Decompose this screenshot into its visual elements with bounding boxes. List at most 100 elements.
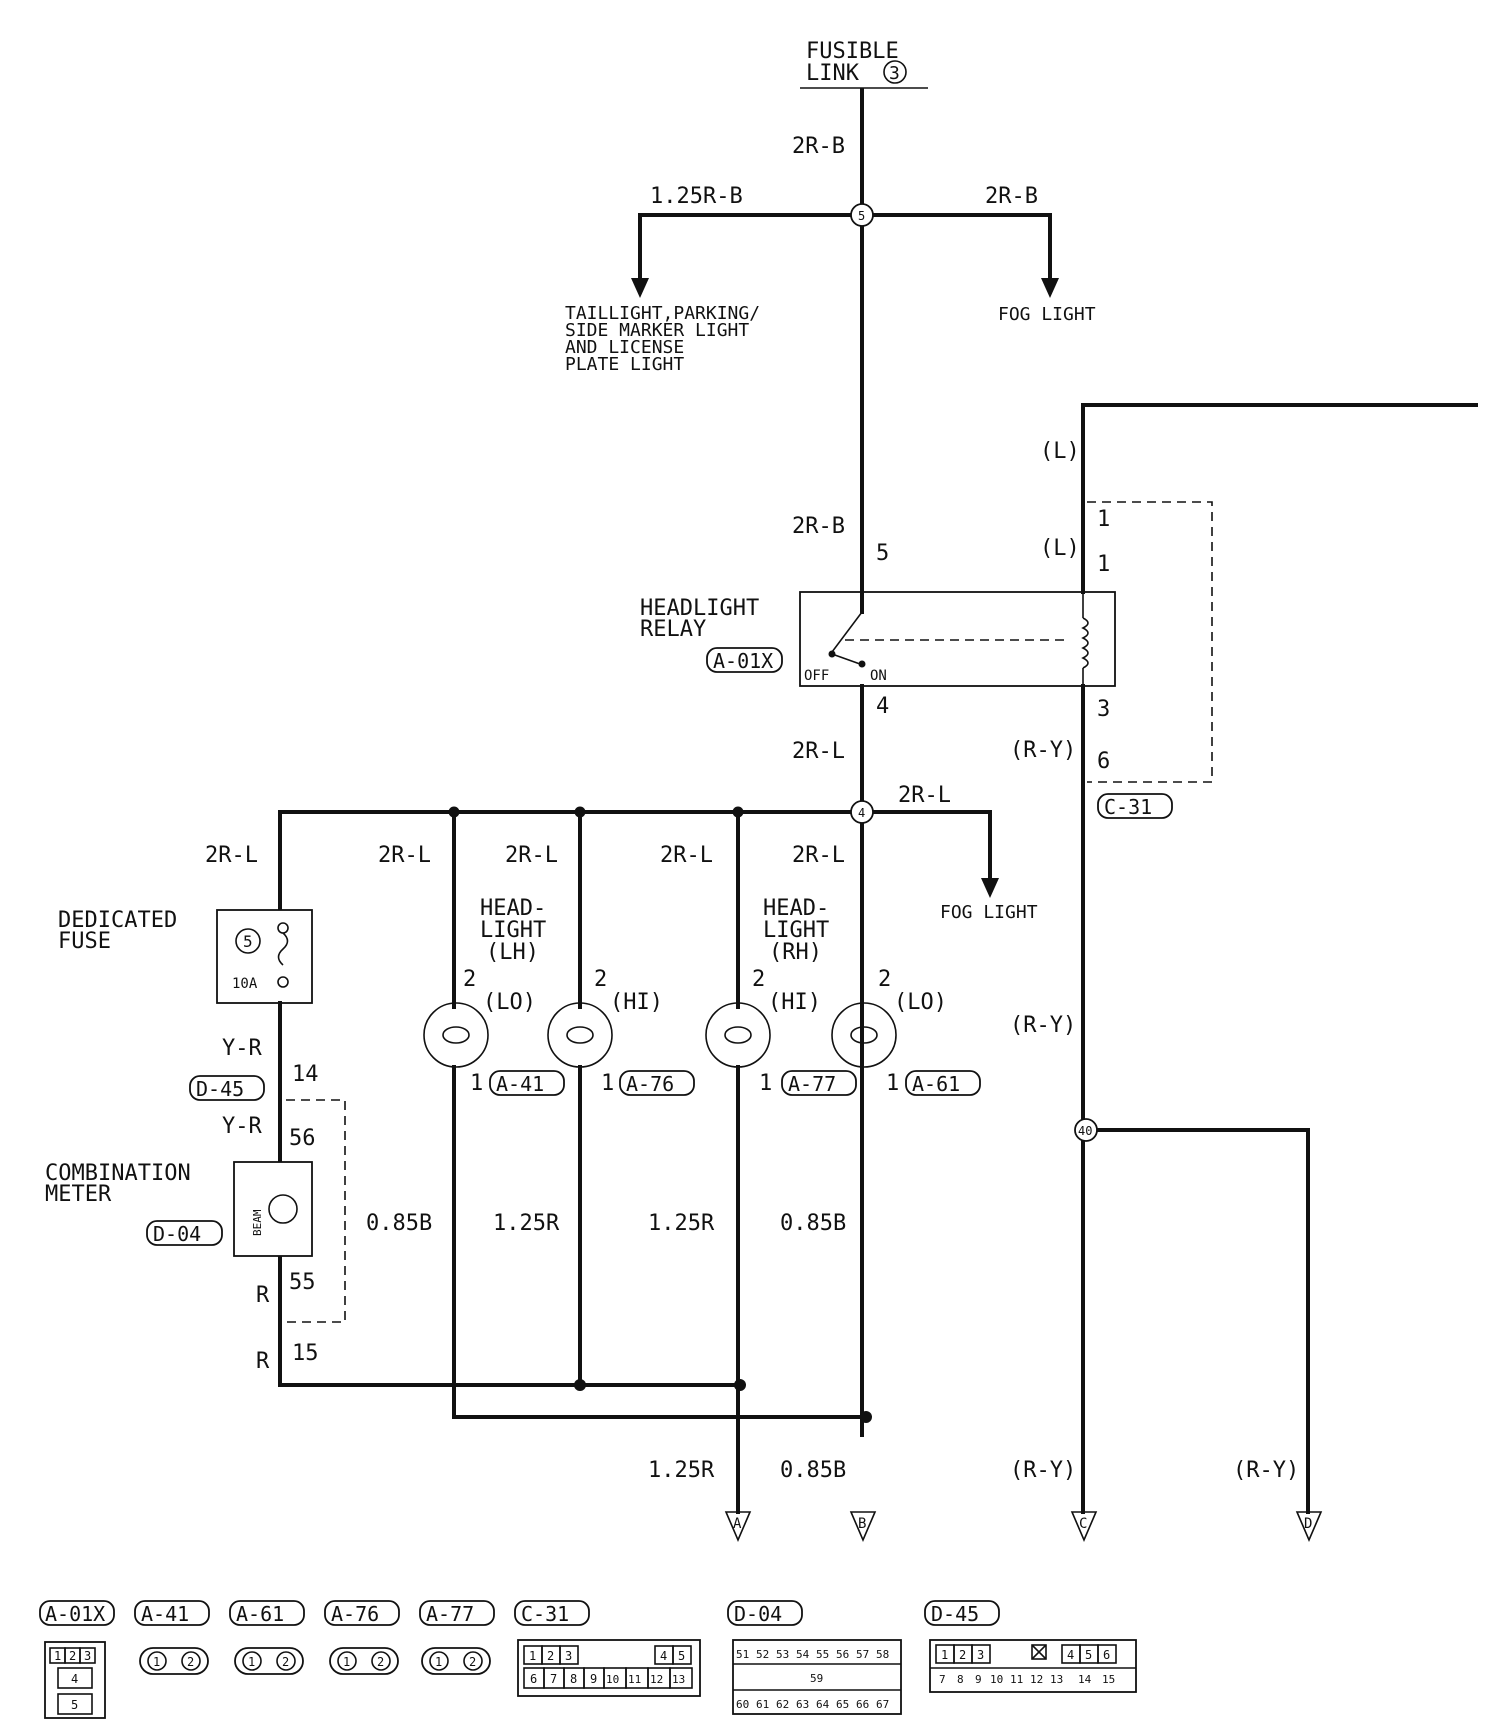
- junction-40: [1074, 1118, 1098, 1142]
- legend-a61-label: A-61: [236, 1602, 284, 1626]
- wire-meter-branch: [278, 1001, 742, 1387]
- lamp-lh-hi-filament: [566, 1026, 594, 1044]
- relay-off-link: [831, 653, 861, 665]
- d45-dashed-outline: [286, 1099, 346, 1323]
- relay-pin-coil-out: 3: [1097, 697, 1110, 722]
- svg-text:1: 1: [248, 1655, 255, 1669]
- connector-legend: A-01X A-41 A-61 A-76 A-77 C-31 D-04 D-45…: [39, 1600, 1137, 1719]
- legend-a41-badge: [134, 1600, 210, 1626]
- lamp-rh-hi-pin-top: 2: [752, 967, 765, 992]
- fuse-title-line1: DEDICATED: [58, 908, 177, 933]
- output-c-triangle: [1070, 1511, 1098, 1543]
- lamp-lh-lo-connector: A-41: [496, 1072, 544, 1096]
- svg-text:55: 55: [816, 1648, 829, 1661]
- output-c: C: [1079, 1516, 1087, 1532]
- fuse-element: [277, 932, 289, 966]
- beam-indicator-icon: [268, 1194, 298, 1224]
- lamp-rh-lo-filament: [850, 1026, 878, 1044]
- lamp-rh-lo-bulb-icon: [831, 1002, 897, 1068]
- wire-label-coil-down: (R-Y): [1010, 1013, 1076, 1038]
- output-a: A: [733, 1516, 742, 1532]
- svg-text:1: 1: [435, 1655, 442, 1669]
- svg-text:7: 7: [550, 1672, 557, 1686]
- output-a-triangle: [724, 1511, 752, 1543]
- wire-label-lh-lo: 2R-L: [378, 843, 431, 868]
- taillight-line4: PLATE LIGHT: [565, 354, 684, 375]
- legend-a41-label: A-41: [141, 1602, 189, 1626]
- wire-label-coil-out: (R-Y): [1010, 738, 1076, 763]
- legend-a01x-label: A-01X: [45, 1602, 105, 1626]
- meter-title-line2: METER: [45, 1182, 112, 1207]
- arrow-taillight: [631, 278, 649, 298]
- fuse-terminal-bottom: [277, 976, 289, 988]
- svg-text:4: 4: [71, 1672, 78, 1686]
- meter-title-line1: COMBINATION: [45, 1161, 191, 1186]
- svg-text:6: 6: [530, 1672, 537, 1686]
- lamp-lh-hi-connector-badge: [619, 1070, 695, 1096]
- taillight-line2: SIDE MARKER LIGHT: [565, 320, 749, 341]
- headlight-lh-title: HEAD- LIGHT (LH): [480, 896, 546, 965]
- svg-text:7: 7: [939, 1673, 946, 1686]
- svg-text:8: 8: [570, 1672, 577, 1686]
- wire-label-relay-out: 2R-L: [792, 739, 845, 764]
- taillight-line3: AND LICENSE: [565, 337, 684, 358]
- meter-pin-out: 55: [289, 1270, 316, 1295]
- relay-title-line2: RELAY: [640, 617, 706, 642]
- output-b-triangle: [849, 1511, 877, 1543]
- wire-junction40-branch: [1081, 1128, 1310, 1514]
- lamp-rh-lo-connector-badge: [905, 1070, 981, 1096]
- relay-pin-in: 5: [876, 541, 889, 566]
- relay-connector-label: A-01X: [713, 649, 773, 673]
- svg-text:54: 54: [796, 1648, 810, 1661]
- svg-text:1: 1: [529, 1649, 536, 1663]
- svg-text:2: 2: [547, 1649, 554, 1663]
- combination-meter: COMBINATION METER D-04 BEAM: [45, 1161, 313, 1257]
- wire-label-left-branch: 1.25R-B: [650, 184, 743, 209]
- headlight-lamp-rh-hi: 2 (HI) 1 A-77: [705, 967, 857, 1096]
- legend-d45-connector: 1 2 3 4 5 6 7 8 9 10 11 12 13 14 15: [929, 1639, 1137, 1693]
- wire-label-out-a: 1.25R: [648, 1458, 715, 1483]
- d45-pin-top: 14: [292, 1062, 319, 1087]
- fusible-link-title: FUSIBLE: [806, 39, 899, 64]
- wire-label-meter-feed2: Y-R: [222, 1114, 262, 1139]
- svg-text:12: 12: [650, 1673, 663, 1686]
- wire-label-meter-feed: Y-R: [222, 1036, 262, 1061]
- legend-a76-connector: 1 2: [329, 1647, 399, 1675]
- lamp-rh-lo-pin-top: 2: [878, 967, 891, 992]
- legend-a01x-badge: [39, 1600, 115, 1626]
- wire-label-rh-hi: 2R-L: [660, 843, 713, 868]
- wire-label-coil-in2: (L): [1040, 536, 1080, 561]
- svg-text:6: 6: [1103, 1648, 1110, 1662]
- svg-text:8: 8: [957, 1673, 964, 1686]
- svg-text:11: 11: [628, 1673, 641, 1686]
- svg-text:12: 12: [1030, 1673, 1043, 1686]
- splice-hi-return-2: [734, 1379, 746, 1391]
- fog-light-label-top: FOG LIGHT: [998, 304, 1096, 325]
- junction-5: [850, 203, 874, 227]
- wire-label-out-d: (R-Y): [1233, 1458, 1299, 1483]
- legend-a77-label: A-77: [426, 1602, 474, 1626]
- lamp-rh-lo-pin-bottom: 1: [886, 1071, 899, 1096]
- relay-on-label: ON: [870, 668, 887, 684]
- lamp-lh-lo-connector-badge: [489, 1070, 565, 1096]
- legend-a01x-connector: 1 2 3 4 5: [44, 1641, 106, 1719]
- dedicated-fuse: DEDICATED FUSE 5 10A: [58, 908, 313, 1004]
- fusible-link-number-circle: [883, 60, 907, 84]
- wire-label-out-c: (R-Y): [1010, 1458, 1076, 1483]
- svg-text:1: 1: [343, 1655, 350, 1669]
- wire-label-lh-hi: 2R-L: [505, 843, 558, 868]
- legend-a61-connector: 1 2: [234, 1647, 304, 1675]
- relay-coil: [1081, 617, 1089, 669]
- d45-badge: [189, 1075, 265, 1101]
- legend-c31-connector: 1 2 3 4 5 6 7 8 9 10 11 12 13: [517, 1639, 701, 1697]
- wire-label-ground-rh-lo: 0.85B: [780, 1211, 846, 1236]
- headlight-lamp-lh-lo: 2 (LO) 1 A-41: [423, 967, 565, 1096]
- junction-4-label: 4: [858, 806, 865, 820]
- wire-label-ground-rh-hi: 1.25R: [648, 1211, 715, 1236]
- lamp-lh-lo-pin-bottom: 1: [470, 1071, 483, 1096]
- legend-d04-badge: [727, 1600, 803, 1626]
- fuse-body: [216, 909, 313, 1004]
- fog-light-label-low: FOG LIGHT: [940, 902, 1038, 923]
